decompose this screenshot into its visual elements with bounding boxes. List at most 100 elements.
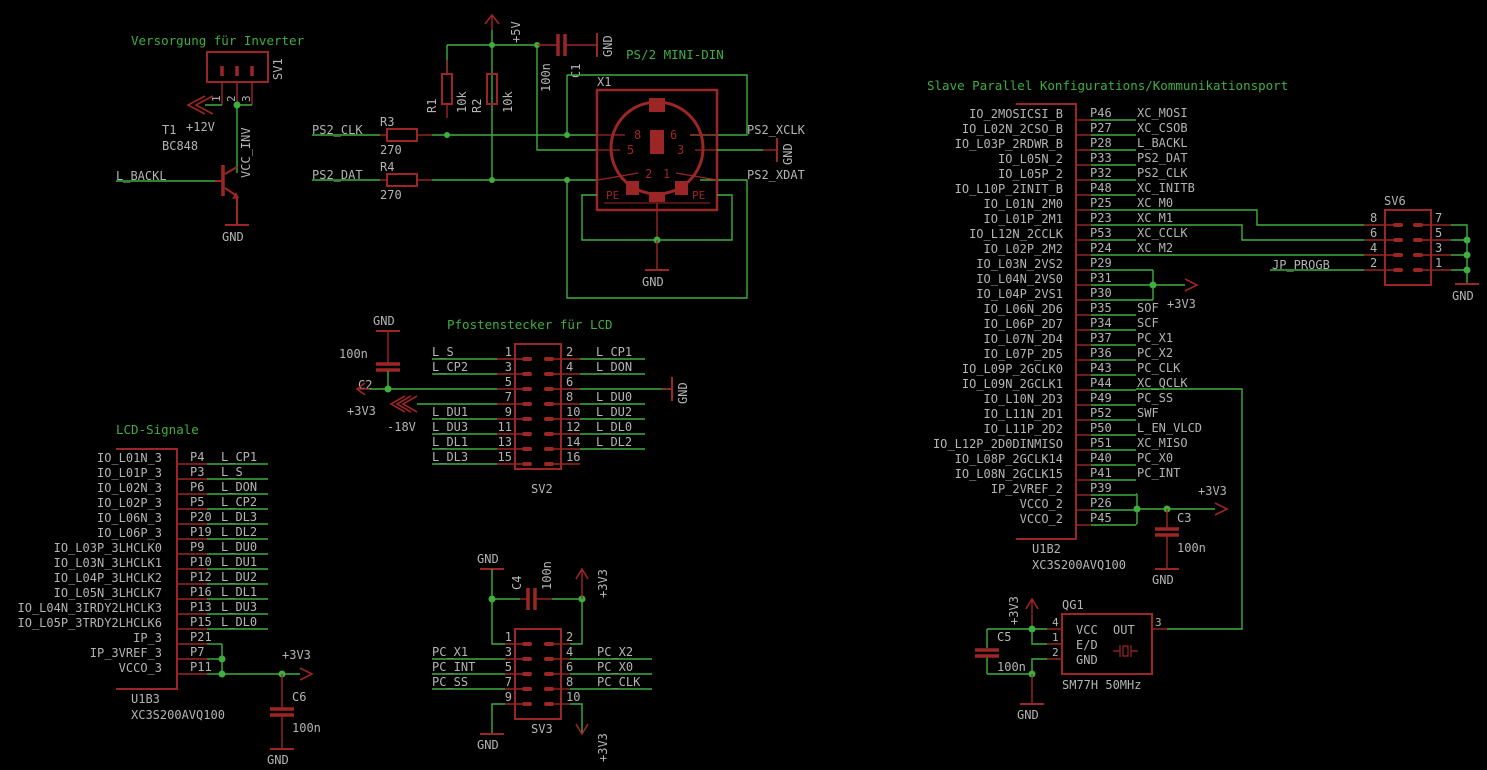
gnd-label-c3: GND: [1152, 573, 1174, 587]
sv2-connector[interactable]: [514, 343, 562, 470]
resistor-r3[interactable]: [380, 128, 432, 142]
u1b3-net-label: L_S: [221, 465, 243, 479]
u1b2-pin-function: IO_L07P_2D5: [984, 347, 1063, 361]
sv3-left-net: PC_SS: [432, 675, 468, 689]
c4-name: C4: [510, 576, 524, 590]
t1-name: T1: [162, 123, 176, 137]
gnd-icon-ps2-bottom: [645, 240, 669, 271]
r3-name: R3: [380, 115, 394, 129]
u1b2-pin-function: IO_L09N_2GCLK1: [962, 377, 1063, 391]
u1b2-pin-number: P36: [1090, 346, 1112, 360]
sv2-pad: [544, 462, 554, 466]
capacitor-c6[interactable]: [270, 674, 294, 750]
din-pin-5: 5: [627, 143, 634, 157]
c6-name: C6: [292, 690, 306, 704]
title-ps2-mini-din: PS/2 MINI-DIN: [626, 47, 724, 62]
sv6-connector[interactable]: [1364, 209, 1451, 286]
u1b2-net-label: PS2_CLK: [1137, 166, 1188, 180]
u1b3-net-label: L_DU2: [221, 570, 257, 584]
sv1-pin-3: 3: [240, 95, 253, 102]
sv6-pad: [1393, 223, 1403, 227]
sv1-connector[interactable]: [206, 51, 269, 105]
u1b2-pin-function: IO_L06P_2D7: [984, 317, 1063, 331]
u1b2-pin-number: P28: [1090, 136, 1112, 150]
oscillator-qg1[interactable]: [1047, 613, 1167, 675]
u1b3-pin-number: P20: [190, 510, 212, 524]
capacitor-c4[interactable]: [520, 588, 552, 610]
net-ps2-clk: PS2_CLK: [312, 123, 363, 137]
qg1-num-1: 1: [1052, 631, 1059, 644]
transistor-t1[interactable]: [215, 165, 239, 225]
capacitor-c1[interactable]: [537, 33, 598, 57]
net-ps2-xdat: PS2_XDAT: [747, 168, 805, 182]
u1b3-pin-function: IO_L01N_3: [97, 451, 162, 465]
u1b2-pin-function: IO_L02P_2M2: [984, 242, 1063, 256]
u1b2-pin-function: IO_L05P_2: [998, 167, 1063, 181]
sv6-pad: [1393, 238, 1403, 242]
ps2-mini-din-connector[interactable]: [595, 88, 719, 238]
u1b3-pin-function: IO_L06P_3: [97, 526, 162, 540]
din-pin-2: 2: [645, 167, 652, 181]
u1b2-net-label: XC_M0: [1137, 196, 1173, 210]
sv2-pin-number: 14: [566, 435, 580, 449]
sv2-left-net: L_S: [432, 345, 454, 359]
sv3-pin-number: 6: [566, 660, 573, 674]
gnd-label-sv2-right: GND: [676, 382, 690, 404]
u1b2-pin-function: IO_L10N_2D3: [984, 392, 1063, 406]
label-3v3-sv3-bottom: +3V3: [596, 733, 610, 762]
capacitor-c3[interactable]: [1155, 509, 1179, 570]
gnd-label-t1: GND: [222, 230, 244, 244]
sv2-pad: [544, 432, 554, 436]
u1b3-pin-function: IO_L05P_3TRDY2LHCLK6: [18, 616, 163, 630]
qg1-num-3: 3: [1155, 616, 1162, 629]
u1b2-net-label: XC_MOSI: [1137, 106, 1188, 120]
sv2-pin-number: 13: [498, 435, 512, 449]
c2-value: 100n: [339, 347, 368, 361]
u1b3-net-label: L_DU1: [221, 555, 257, 569]
label-3v3-sv2: +3V3: [347, 404, 376, 418]
supply-5v-icon: [484, 13, 500, 30]
qg1-name: QG1: [1062, 598, 1084, 612]
sv2-left-net: L_DU1: [432, 405, 468, 419]
gnd-label-sv3-top: GND: [477, 552, 499, 566]
sv3-pin-number: 2: [566, 630, 573, 644]
qg1-num-2: 2: [1052, 646, 1059, 659]
sv6-pin-number: 7: [1435, 211, 1442, 225]
sv3-left-net: PC_INT: [432, 660, 475, 674]
sv3-pin-number: 3: [505, 645, 512, 659]
resistor-r2[interactable]: [486, 73, 498, 105]
sv3-pad: [522, 672, 532, 676]
sv2-pad: [544, 447, 554, 451]
din-pin-1: 1: [663, 167, 670, 181]
u1b3-net-label: L_DU0: [221, 540, 257, 554]
x1-name: X1: [597, 75, 611, 89]
label-3v3-u1b3: +3V3: [282, 648, 311, 662]
sv6-pin-number: 4: [1370, 241, 1377, 255]
sv2-right-net: L_DL2: [596, 435, 632, 449]
gnd-label-c1: GND: [601, 35, 615, 57]
din-pin-6: 6: [670, 128, 677, 142]
sv2-pin-number: 10: [566, 405, 580, 419]
capacitor-c2[interactable]: [376, 331, 400, 372]
fpga-bank2-u1b2[interactable]: [1016, 103, 1077, 540]
u1b3-pin-number: P11: [190, 660, 212, 674]
capacitor-c5[interactable]: [975, 648, 999, 658]
u1b2-net-label: SCF: [1137, 316, 1159, 330]
u1b2-pin-number: P52: [1090, 406, 1112, 420]
c3-value: 100n: [1177, 541, 1206, 555]
sv6-pad: [1413, 253, 1423, 257]
gnd-icon-ps2-right: [763, 138, 778, 162]
resistor-r1[interactable]: [441, 60, 453, 118]
sv3-pin-number: 5: [505, 660, 512, 674]
u1b3-pin-function: VCCO_3: [119, 661, 162, 675]
resistor-r4[interactable]: [380, 173, 432, 187]
u1b3-pin-row: VCCO_3 P11: [119, 660, 222, 675]
